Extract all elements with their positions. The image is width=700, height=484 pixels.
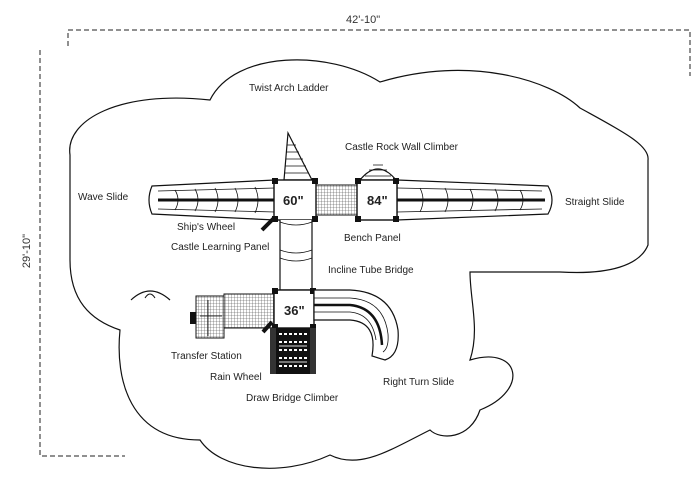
castle-rock-wall-climber	[358, 164, 398, 181]
dimension-lines	[39, 29, 691, 457]
ships-wheel	[260, 216, 276, 232]
right-turn-slide	[313, 289, 399, 361]
deck-60-label: 60"	[283, 193, 304, 208]
twist-arch-ladder	[283, 130, 313, 181]
transfer-station	[190, 293, 275, 339]
height-dimension: 29'-10"	[21, 233, 34, 269]
deck-36-label: 36"	[284, 303, 305, 318]
label-bench-panel: Bench Panel	[344, 233, 401, 244]
deck-36	[272, 288, 316, 330]
label-transfer-station: Transfer Station	[171, 351, 242, 362]
width-dimension: 42'-10"	[346, 14, 381, 26]
rain-wheel	[261, 320, 274, 334]
width-dimension-line	[67, 29, 691, 76]
height-dimension-line	[39, 50, 125, 457]
label-right-turn-slide: Right Turn Slide	[383, 377, 455, 388]
label-twist-arch-ladder: Twist Arch Ladder	[249, 83, 329, 94]
deck-60	[272, 178, 318, 222]
draw-bridge-climber	[270, 328, 316, 374]
incline-tube-bridge	[279, 220, 313, 291]
use-zone-outline	[69, 59, 649, 469]
label-rain-wheel: Rain Wheel	[210, 372, 262, 383]
label-wave-slide: Wave Slide	[78, 192, 129, 203]
wave-slide	[148, 179, 276, 221]
arch-element	[130, 290, 171, 301]
bench-panel-bridge	[315, 184, 359, 216]
label-castle-learning-panel: Castle Learning Panel	[171, 242, 270, 253]
label-draw-bridge-climber: Draw Bridge Climber	[246, 393, 339, 404]
straight-slide	[396, 179, 553, 221]
label-incline-tube-bridge: Incline Tube Bridge	[328, 265, 414, 276]
label-castle-rock-wall-climber: Castle Rock Wall Climber	[345, 142, 458, 153]
label-straight-slide: Straight Slide	[565, 197, 625, 208]
label-ships-wheel: Ship's Wheel	[177, 222, 236, 233]
deck-84-label: 84"	[367, 193, 388, 208]
deck-84	[355, 178, 399, 222]
